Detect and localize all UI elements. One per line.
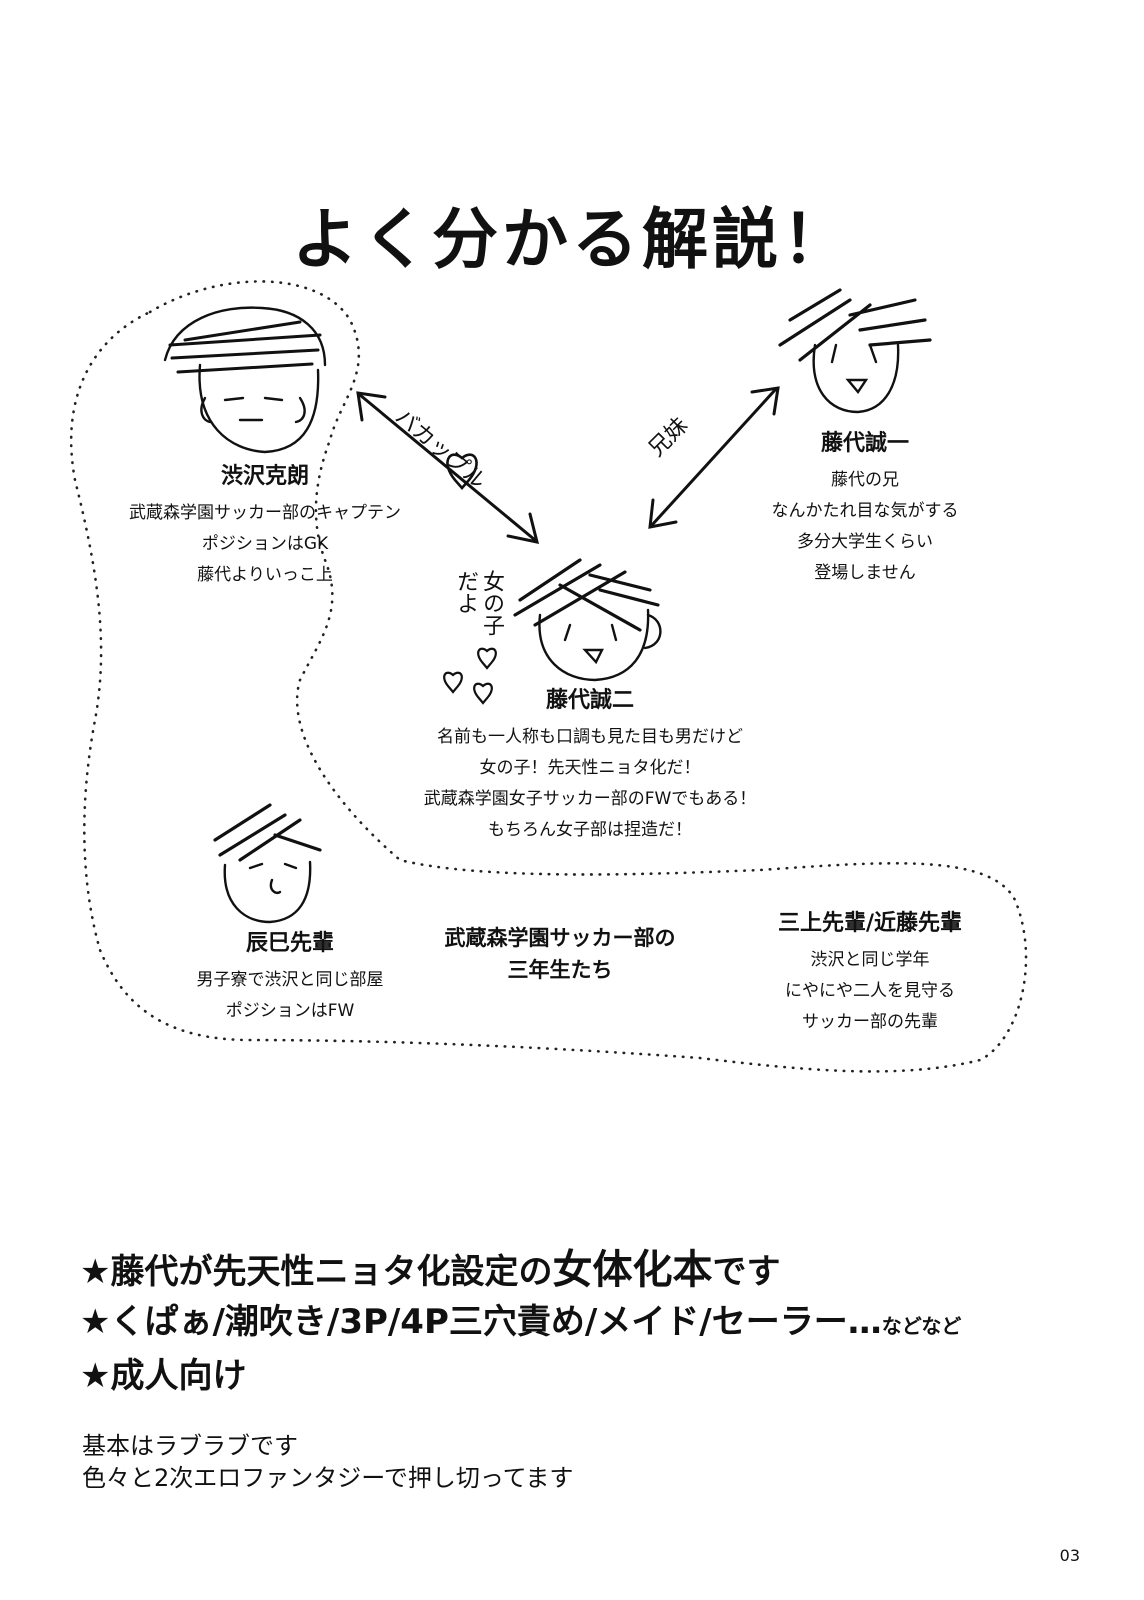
note-text: です xyxy=(712,1252,781,1292)
note-line-3: ★成人向け xyxy=(80,1356,247,1396)
subnotes-block: 基本はラブラブです 色々と2次エロファンタジーで押し切ってます xyxy=(82,1430,573,1494)
desc-line: 藤代よりいっこ上 xyxy=(197,565,333,585)
desc-line: 藤代の兄 xyxy=(831,470,899,490)
group-label-line: 武蔵森学園サッカー部の xyxy=(444,926,676,950)
character-desc: 名前も一人称も口調も見た目も男だけど 女の子！先天性ニョタ化だ！ 武蔵森学園女子… xyxy=(380,722,800,846)
character-name: 藤代誠二 xyxy=(545,688,634,713)
desc-line: 渋沢と同じ学年 xyxy=(810,950,930,970)
page-title: よく分かる解説！ xyxy=(292,201,852,278)
dotted-group-boundary xyxy=(69,280,1028,1073)
subnote-line: 色々と2次エロファンタジーで押し切ってます xyxy=(82,1464,574,1492)
character-desc: 武蔵森学園サッカー部のキャプテン ポジションはGK 藤代よりいっこ上 xyxy=(70,498,460,591)
seiji-face-sketch xyxy=(513,558,662,682)
tatsumi-face-sketch xyxy=(213,803,322,924)
desc-line: ポジションはGK xyxy=(201,534,329,554)
seiichi-face-sketch xyxy=(778,288,932,414)
note-small: などなど xyxy=(881,1314,962,1338)
desc-line: サッカー部の先輩 xyxy=(802,1012,938,1032)
desc-line: 多分大学生くらい xyxy=(797,532,933,552)
siblings-arrow xyxy=(648,386,780,529)
character-fujishiro-seiji: 藤代誠二 名前も一人称も口調も見た目も男だけど 女の子！先天性ニョタ化だ！ 武蔵… xyxy=(380,682,800,846)
note-text: ★くぱぁ/潮吹き/3P/4P三穴責め/メイド/セーラー… xyxy=(80,1302,882,1342)
character-desc: 藤代の兄 なんかたれ目な気がする 多分大学生くらい 登場しません xyxy=(720,465,1010,589)
desc-line: 武蔵森学園女子サッカー部のFWでもある！ xyxy=(423,789,757,809)
page-number: 03 xyxy=(1059,1546,1080,1565)
note-line-1: ★藤代が先天性ニョタ化設定の女体化本です xyxy=(80,1245,961,1297)
character-mikami-kondo: 三上先輩/近藤先輩 渋沢と同じ学年 にやにや二人を見守る サッカー部の先輩 xyxy=(735,905,1005,1038)
character-tatsumi: 辰巳先輩 男子寮で渋沢と同じ部屋 ポジションはFW xyxy=(150,925,430,1027)
desc-line: 武蔵森学園サッカー部のキャプテン xyxy=(129,503,401,523)
character-fujishiro-seiichi: 藤代誠一 藤代の兄 なんかたれ目な気がする 多分大学生くらい 登場しません xyxy=(720,425,1010,589)
girl-note-line1: 女の子 xyxy=(479,570,504,636)
desc-line: ポジションはFW xyxy=(225,1001,355,1021)
desc-line: 男子寮で渋沢と同じ部屋 xyxy=(196,970,384,990)
note-text: ★藤代が先天性ニョタ化設定の xyxy=(80,1252,553,1292)
group-label: 武蔵森学園サッカー部の 三年生たち xyxy=(400,922,720,986)
desc-line: 名前も一人称も口調も見た目も男だけど xyxy=(437,727,743,747)
subnote-line: 基本はラブラブです xyxy=(82,1432,298,1460)
desc-line: もちろん女子部は捏造だ！ xyxy=(488,820,692,840)
character-desc: 渋沢と同じ学年 にやにや二人を見守る サッカー部の先輩 xyxy=(735,945,1005,1038)
character-desc: 男子寮で渋沢と同じ部屋 ポジションはFW xyxy=(150,965,430,1027)
hearts-decoration xyxy=(443,647,497,705)
shibusawa-face-sketch xyxy=(163,306,327,454)
group-label-line: 三年生たち xyxy=(507,958,613,982)
desc-line: にやにや二人を見守る xyxy=(785,981,955,1001)
notes-block: ★藤代が先天性ニョタ化設定の女体化本です ★くぱぁ/潮吹き/3P/4P三穴責め/… xyxy=(80,1245,961,1401)
girl-note-line2: だよ xyxy=(453,570,478,614)
character-name: 渋沢克朗 xyxy=(220,464,309,489)
desc-line: 登場しません xyxy=(814,563,916,583)
note-emphasis: 女体化本 xyxy=(552,1247,713,1293)
note-line-2: ★くぱぁ/潮吹き/3P/4P三穴責め/メイド/セーラー…などなど xyxy=(80,1297,961,1351)
heart-icon xyxy=(446,453,478,490)
character-name: 藤代誠一 xyxy=(820,431,909,456)
girl-note: 女の子 だよ xyxy=(452,570,504,636)
character-name: 辰巳先輩 xyxy=(245,931,334,956)
desc-line: 女の子！先天性ニョタ化だ！ xyxy=(479,758,701,778)
character-name: 三上先輩/近藤先輩 xyxy=(777,911,963,936)
desc-line: なんかたれ目な気がする xyxy=(771,501,959,521)
character-shibusawa: 渋沢克朗 武蔵森学園サッカー部のキャプテン ポジションはGK 藤代よりいっこ上 xyxy=(70,458,460,591)
